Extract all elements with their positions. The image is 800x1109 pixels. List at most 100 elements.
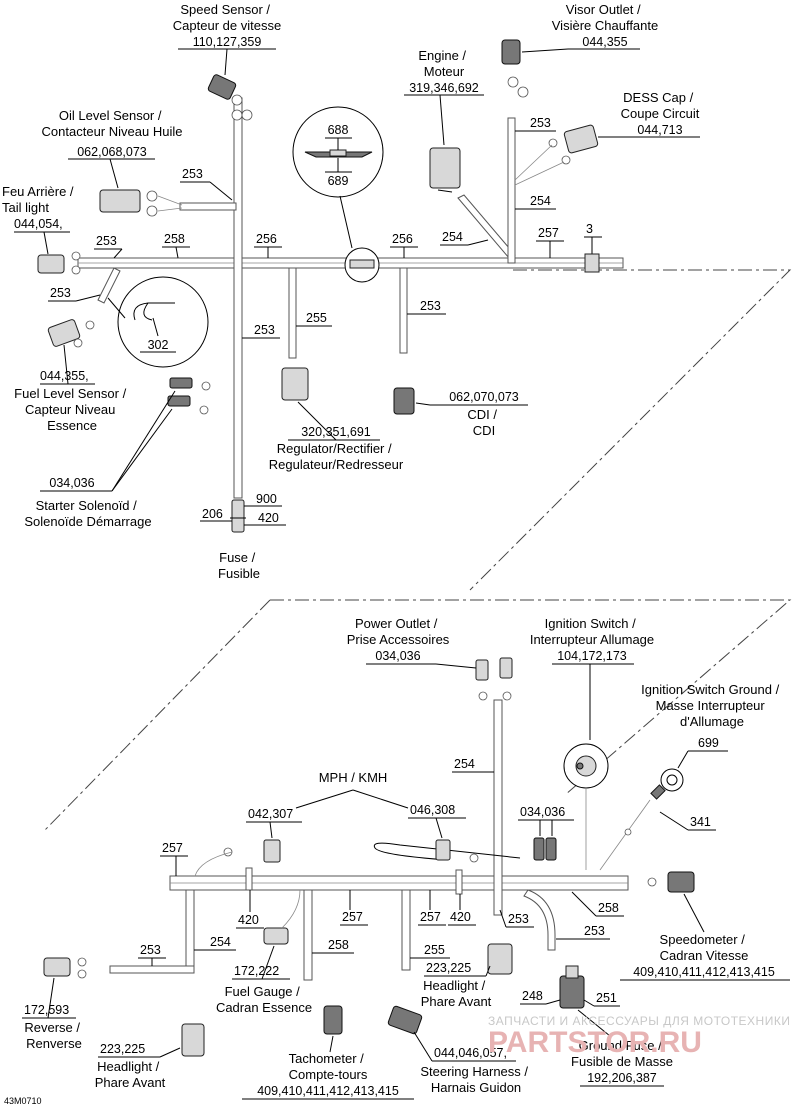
dess-cap-partnums: 044,713 — [637, 123, 682, 137]
ref-900: 900 — [256, 492, 277, 506]
engine-partnums: 319,346,692 — [409, 81, 479, 95]
watermark-text: ЗАПЧАСТИ И АКСЕССУАРЫ ДЛЯ МОТОТЕХНИКИ — [488, 1014, 790, 1028]
tail-light-connector — [37, 251, 81, 275]
section-divider-bottom — [270, 599, 792, 796]
tachometer-connector — [323, 1005, 343, 1035]
oil-level-sensor-connector — [99, 189, 158, 217]
svg-text:253: 253 — [50, 286, 71, 300]
dess-cap-label: DESS Cap / Coupe Circuit — [621, 90, 700, 121]
svg-text:3: 3 — [586, 222, 593, 236]
fuel-gauge-label: Fuel Gauge / Cadran Essence — [216, 984, 312, 1015]
power-outlet-connectors — [475, 657, 513, 701]
ground-fuse-partnums: 192,206,387 — [587, 1071, 657, 1085]
watermark-brand: PARTSTOR.RU — [488, 1026, 702, 1059]
speedometer-label: Speedometer / Cadran Vitesse — [660, 932, 749, 963]
visor-outlet-label: Visor Outlet / Visière Chauffante — [552, 2, 658, 33]
ref-248: 248 — [522, 989, 543, 1003]
fuel-gauge-partnums: 172,222 — [234, 964, 279, 978]
headlight-left-connector — [181, 1023, 205, 1057]
headlight-mid-partnums: 223,225 — [426, 961, 471, 975]
svg-text:420: 420 — [450, 910, 471, 924]
svg-text:258: 258 — [598, 901, 619, 915]
regulator-label: Regulator/Rectifier / Regulateur/Redress… — [269, 441, 404, 472]
cdi-partnums: 062,070,073 — [449, 390, 519, 404]
speed-sensor-partnums: 110,127,359 — [193, 35, 262, 49]
starter-partnums: 034,036 — [49, 476, 94, 490]
cdi-label: CDI / CDI — [467, 407, 500, 438]
cdi-connector — [393, 387, 415, 415]
svg-text:258: 258 — [164, 232, 185, 246]
svg-text:253: 253 — [140, 943, 161, 957]
svg-text:254: 254 — [454, 757, 475, 771]
svg-text:253: 253 — [420, 299, 441, 313]
bottom-ref-callouts: 257 257 257 420 420 253 253 253 254 254 … — [138, 757, 716, 966]
svg-text:257: 257 — [420, 910, 441, 924]
starter-solenoid-connectors — [167, 377, 211, 415]
fuel-gauge-connector — [263, 889, 301, 945]
tail-light-label: Feu Arrière / Tail light — [2, 184, 77, 215]
oil-level-sensor-partnums: 062,068,073 — [77, 145, 147, 159]
svg-text:253: 253 — [182, 167, 203, 181]
power-outlet-partnums: 034,036 — [375, 649, 420, 663]
fuel-level-partnums: 044,355, — [40, 369, 89, 383]
clip-detail-callout — [292, 106, 384, 283]
dess-cap-connector — [548, 124, 599, 165]
svg-text:257: 257 — [162, 841, 183, 855]
engine-label: Engine / Moteur — [418, 48, 469, 79]
starter-solenoid-label: Starter Solenoïd / Solenoïde Démarrage — [24, 498, 151, 529]
regulator-connector — [281, 367, 309, 401]
clamp-detail-callout — [107, 276, 209, 368]
svg-text:254: 254 — [442, 230, 463, 244]
ref-420-top: 420 — [258, 511, 279, 525]
mph-kmh-label: MPH / KMH — [319, 770, 388, 785]
svg-text:257: 257 — [342, 910, 363, 924]
bottom-harness — [109, 699, 629, 981]
ref-251: 251 — [596, 991, 617, 1005]
reverse-label: Reverse / Renverse — [24, 1020, 83, 1051]
ignition-switch-label: Ignition Switch / Interrupteur Allumage — [530, 616, 654, 647]
visor-outlet-connector — [501, 39, 529, 98]
fuse-holder — [230, 499, 246, 533]
svg-text:255: 255 — [424, 943, 445, 957]
kmh-connector — [435, 839, 479, 863]
section-divider-top — [469, 269, 792, 591]
mph-partnums: 042,307 — [248, 807, 293, 821]
svg-text:256: 256 — [392, 232, 413, 246]
speed-sensor-label: Speed Sensor / Capteur de vitesse — [173, 2, 281, 33]
svg-text:255: 255 — [306, 311, 327, 325]
ignition-ground-partnum: 699 — [698, 736, 719, 750]
svg-text:256: 256 — [256, 232, 277, 246]
headlight-mid-label: Headlight / Phare Avant — [421, 978, 492, 1009]
aux-connectors — [533, 837, 557, 861]
ground-fuse-holder — [559, 965, 585, 1009]
svg-text:254: 254 — [530, 194, 551, 208]
steering-harness-label: Steering Harness / Harnais Guidon — [420, 1064, 531, 1095]
tachometer-label: Tachometer / Compte-tours — [289, 1051, 368, 1082]
kmh-partnums: 046,308 — [410, 803, 455, 817]
ignition-ground-ring — [599, 768, 684, 871]
svg-text:254: 254 — [210, 935, 231, 949]
ref-689: 689 — [328, 174, 349, 188]
ref-206: 206 — [202, 507, 223, 521]
svg-text:420: 420 — [238, 913, 259, 927]
ref-302: 302 — [148, 338, 169, 352]
figure-code: 43M0710 — [4, 1096, 42, 1106]
fuel-level-sensor-connector — [47, 319, 95, 348]
ignition-switch-partnums: 104,172,173 — [557, 649, 627, 663]
svg-text:253: 253 — [584, 924, 605, 938]
fuel-level-sensor-label: Fuel Level Sensor / Capteur Niveau Essen… — [14, 386, 130, 433]
svg-text:253: 253 — [508, 912, 529, 926]
svg-text:257: 257 — [538, 226, 559, 240]
svg-text:341: 341 — [690, 815, 711, 829]
svg-text:258: 258 — [328, 938, 349, 952]
ignition-ground-label: Ignition Switch Ground / Masse Interrupt… — [641, 682, 783, 729]
headlight-left-partnums: 223,225 — [100, 1042, 145, 1056]
speed-sensor-connector — [207, 74, 253, 121]
headlight-mid-connector — [487, 943, 513, 975]
engine-connector — [429, 147, 461, 193]
headlight-left-label: Headlight / Phare Avant — [95, 1059, 166, 1090]
steering-harness-connector — [387, 1005, 423, 1035]
svg-text:253: 253 — [96, 234, 117, 248]
ref-688: 688 — [328, 123, 349, 137]
